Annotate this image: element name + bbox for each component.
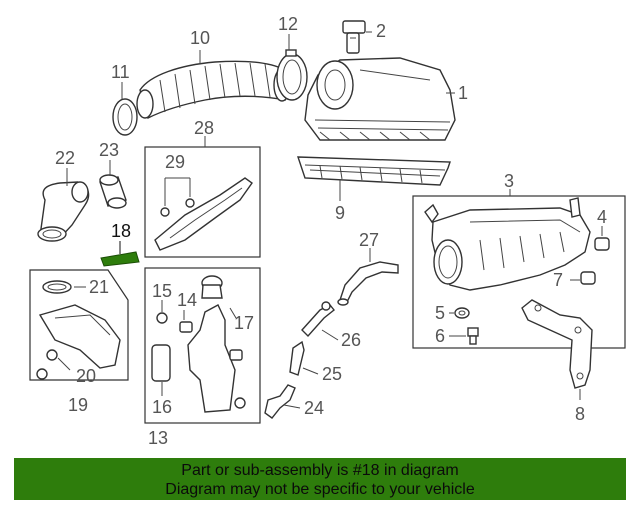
duct-sleeve[interactable] <box>99 174 127 209</box>
callout-20: 20 <box>76 366 96 386</box>
callout-10: 10 <box>190 28 210 48</box>
callout-22: 22 <box>55 148 75 168</box>
callout-12: 12 <box>278 14 298 34</box>
grommet-4[interactable] <box>594 237 610 251</box>
callout-14: 14 <box>177 290 197 310</box>
callout-16: 16 <box>152 397 172 417</box>
air-cleaner-cover[interactable] <box>304 57 456 141</box>
breather-hose-26[interactable] <box>301 301 335 338</box>
callout-28: 28 <box>194 118 214 138</box>
breather-hose-27[interactable] <box>337 261 399 306</box>
hose-clamp-11[interactable] <box>112 98 138 136</box>
callout-27: 27 <box>359 230 379 250</box>
callout-6: 6 <box>435 326 445 346</box>
breather-tube-25[interactable] <box>289 340 305 376</box>
resonator-13[interactable] <box>151 275 246 413</box>
callout-8: 8 <box>575 404 585 424</box>
callout-7: 7 <box>553 270 563 290</box>
mounting-bracket-8[interactable] <box>521 299 593 389</box>
breather-hose-24[interactable] <box>264 384 296 419</box>
air-intake-hose[interactable] <box>136 60 291 120</box>
callout-24: 24 <box>304 398 324 418</box>
callout-17: 17 <box>234 313 254 333</box>
grommet-5[interactable] <box>454 307 470 319</box>
callout-13: 13 <box>148 428 168 448</box>
callout-2: 2 <box>376 21 386 41</box>
part-info-banner: Part or sub-assembly is #18 in diagram D… <box>14 458 626 500</box>
air-filter-element[interactable] <box>297 156 451 186</box>
air-duct-bracket-28[interactable] <box>154 177 253 251</box>
callout-19: 19 <box>68 395 88 415</box>
callout-3: 3 <box>504 171 514 191</box>
bolt-6[interactable] <box>467 327 479 345</box>
callout-5: 5 <box>435 303 445 323</box>
grommet-7[interactable] <box>580 271 596 285</box>
mass-air-flow-sensor[interactable] <box>342 20 366 54</box>
callout-25: 25 <box>322 364 342 384</box>
resonator-duct[interactable] <box>36 280 121 380</box>
callout-18: 18 <box>111 221 131 241</box>
air-cleaner-housing[interactable] <box>424 197 591 291</box>
callout-23: 23 <box>99 140 119 160</box>
callout-26: 26 <box>341 330 361 350</box>
callout-4: 4 <box>597 207 607 227</box>
banner-line-2: Diagram may not be specific to your vehi… <box>165 481 475 498</box>
callout-1: 1 <box>458 83 468 103</box>
callout-29: 29 <box>165 152 185 172</box>
callout-21: 21 <box>89 277 109 297</box>
callout-9: 9 <box>335 203 345 223</box>
air-duct-elbow[interactable] <box>37 181 90 242</box>
banner-line-1: Part or sub-assembly is #18 in diagram <box>181 462 459 479</box>
part-18-highlight[interactable] <box>100 251 140 267</box>
hose-clamp-12[interactable] <box>276 49 308 101</box>
callout-11: 11 <box>111 62 130 82</box>
callout-15: 15 <box>152 281 172 301</box>
